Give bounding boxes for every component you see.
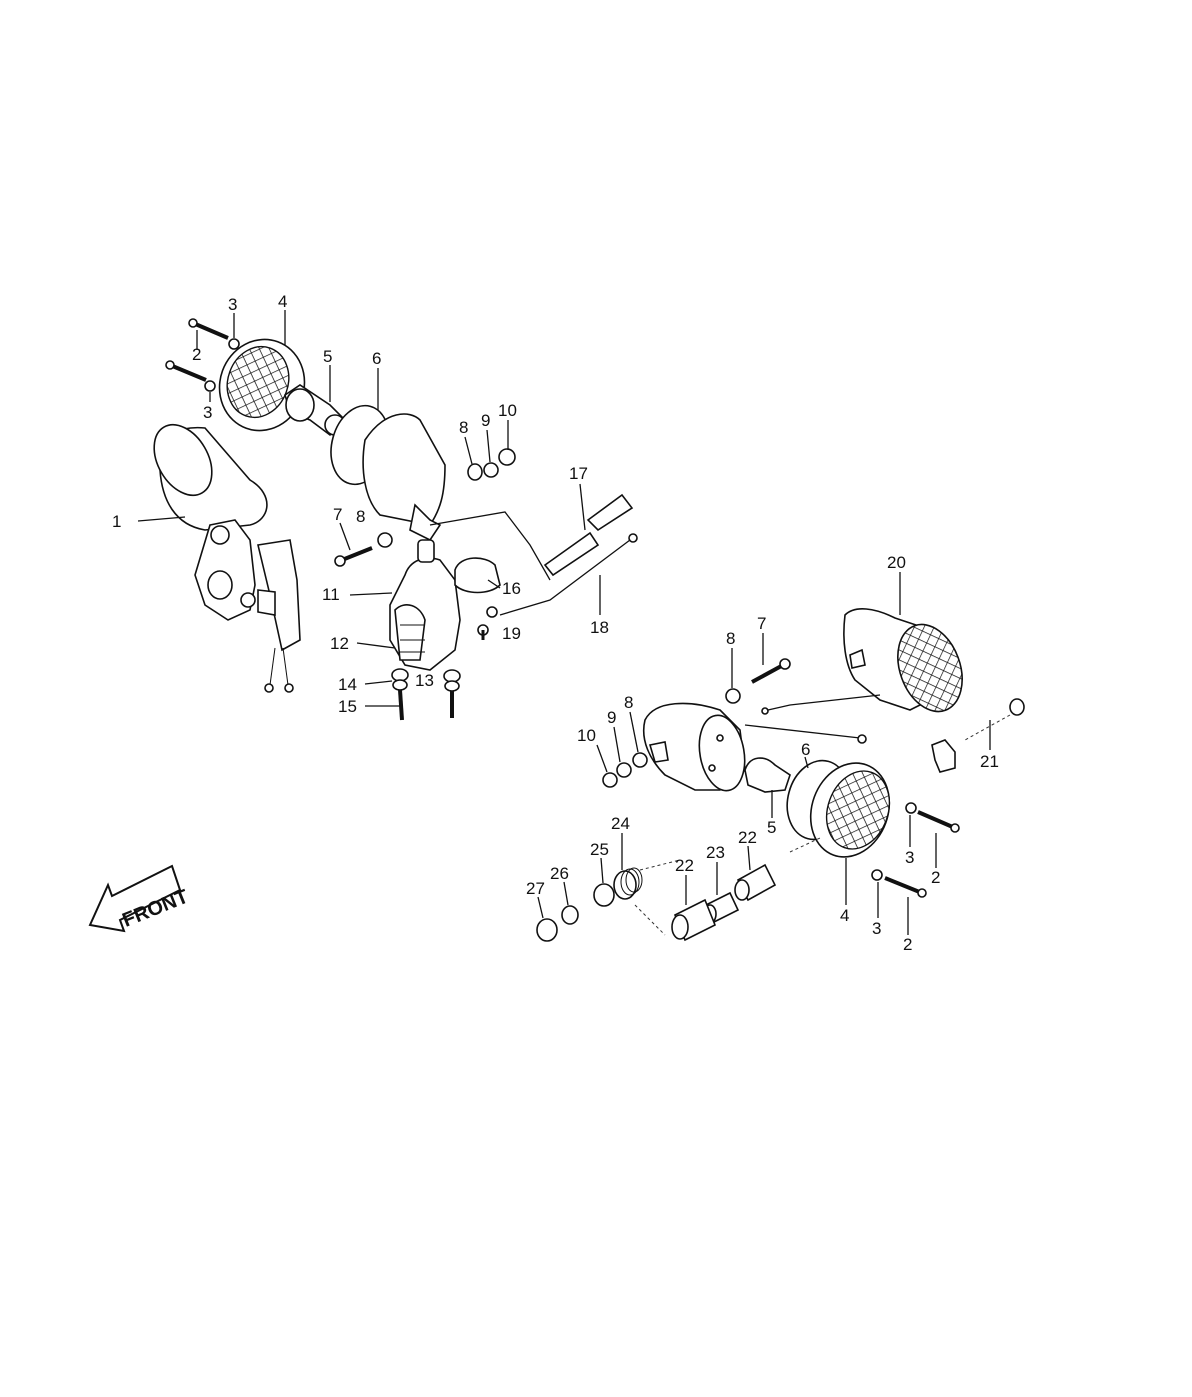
callout-15: 15 (338, 697, 357, 716)
callout-3: 3 (905, 848, 914, 867)
callout-23: 23 (706, 843, 725, 862)
callout-labels: 1 2 3 3 4 5 6 7 8 8 9 10 11 12 13 14 15 … (112, 292, 999, 954)
washer-part-3-upper (228, 338, 240, 350)
screw-part-19 (477, 624, 489, 640)
callout-16: 16 (502, 579, 521, 598)
washer-part-9 (483, 462, 499, 478)
bolt-part-7-right (751, 658, 791, 684)
screw-part-2-right-upper (917, 810, 960, 833)
washer-part-26 (561, 905, 579, 925)
spring-part-24 (613, 867, 643, 900)
callout-18: 18 (590, 618, 609, 637)
callout-9: 9 (607, 708, 616, 727)
callout-9: 9 (481, 411, 490, 430)
wire-right (767, 694, 881, 711)
screw-part-2-lower (165, 360, 207, 382)
callout-6: 6 (372, 349, 381, 368)
cap-part-16 (454, 557, 501, 594)
bulb-part-21 (1009, 698, 1025, 716)
callout-4: 4 (840, 906, 849, 925)
callout-22: 22 (675, 856, 694, 875)
callout-21: 21 (980, 752, 999, 771)
bulb-part-5-right (744, 757, 791, 793)
callout-8: 8 (356, 507, 365, 526)
callout-3: 3 (872, 919, 881, 938)
screw-part-2-upper (188, 318, 229, 340)
housing-part-20 (843, 608, 963, 713)
callout-8: 8 (459, 418, 468, 437)
callout-22: 22 (738, 828, 757, 847)
callout-11: 11 (322, 585, 340, 604)
bolt-part-7 (334, 546, 373, 567)
washer-part-9-b (616, 762, 632, 778)
callout-4: 4 (278, 292, 287, 311)
callout-3: 3 (228, 295, 237, 314)
right-turn-signal-assembly (536, 608, 1025, 942)
bushing-part-25 (593, 883, 615, 907)
washer-part-3-right-lower (871, 869, 883, 881)
callout-25: 25 (590, 840, 609, 859)
front-housing (642, 702, 746, 792)
callout-5: 5 (323, 347, 332, 366)
mount-parts (536, 837, 821, 942)
callout-20: 20 (887, 553, 906, 572)
nut-part-27 (536, 918, 558, 942)
nut-part-10 (498, 448, 516, 466)
washer-part-3-lower (204, 380, 216, 392)
callout-12: 12 (330, 634, 349, 653)
callout-5: 5 (767, 818, 776, 837)
callout-8: 8 (726, 629, 735, 648)
screw-part-2-right-lower (884, 876, 927, 898)
left-turn-signal-assembly (153, 318, 638, 721)
screw-parts-13-14-15 (391, 668, 461, 721)
washer-part-8 (467, 463, 483, 481)
bulb-socket (931, 739, 956, 773)
callout-24: 24 (611, 814, 630, 833)
callout-1: 1 (112, 512, 121, 531)
callout-7: 7 (757, 614, 766, 633)
rear-housing (362, 413, 446, 542)
callout-26: 26 (550, 864, 569, 883)
callout-2: 2 (931, 868, 940, 887)
callout-7: 7 (333, 505, 342, 524)
callout-10: 10 (577, 726, 596, 745)
washer-part-8-d (632, 752, 648, 768)
lens-part-4-right (809, 762, 891, 858)
callout-17: 17 (569, 464, 588, 483)
housing-part-1 (153, 423, 301, 693)
bulb-part-5 (284, 384, 347, 437)
washer-part-8-c (725, 688, 741, 704)
callout-19: 19 (502, 624, 521, 643)
callout-3: 3 (203, 403, 212, 422)
front-direction-arrow: FRONT (88, 864, 192, 933)
leader-lines (137, 310, 991, 935)
callout-13: 13 (415, 671, 434, 690)
washer-part-8-b (377, 532, 393, 548)
washer-part-3-right-upper (905, 802, 917, 814)
callout-8: 8 (624, 693, 633, 712)
callout-2: 2 (903, 935, 912, 954)
callout-14: 14 (338, 675, 357, 694)
callout-2: 2 (192, 345, 201, 364)
switch-body-part-11-12 (389, 539, 461, 671)
wire-harness (429, 493, 638, 618)
nut-part-10-b (602, 772, 618, 788)
callout-10: 10 (498, 401, 517, 420)
callout-27: 27 (526, 879, 545, 898)
callout-6: 6 (801, 740, 810, 759)
